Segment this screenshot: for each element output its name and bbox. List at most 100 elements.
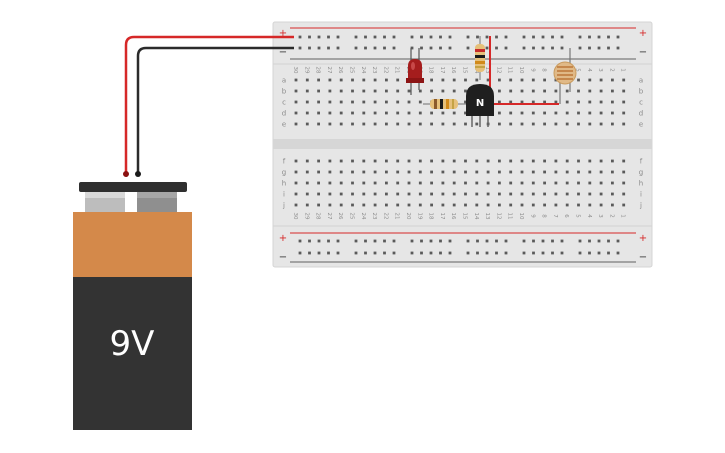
rail-hole[interactable] <box>560 251 564 255</box>
terminal-hole[interactable] <box>520 122 524 126</box>
rail-hole[interactable] <box>308 46 311 50</box>
terminal-hole[interactable] <box>588 89 592 93</box>
terminal-hole[interactable] <box>588 111 592 115</box>
terminal-hole[interactable] <box>565 100 569 104</box>
terminal-hole[interactable] <box>599 203 603 207</box>
rail-hole[interactable] <box>429 46 433 50</box>
terminal-hole[interactable] <box>486 170 490 174</box>
rail-hole[interactable] <box>616 239 620 243</box>
terminal-hole[interactable] <box>577 170 580 174</box>
terminal-hole[interactable] <box>452 159 456 163</box>
rail-hole[interactable] <box>336 251 340 255</box>
terminal-hole[interactable] <box>509 122 513 126</box>
terminal-hole[interactable] <box>362 192 366 196</box>
terminal-hole[interactable] <box>317 100 320 104</box>
rail-hole[interactable] <box>578 46 582 50</box>
terminal-hole[interactable] <box>452 78 456 82</box>
terminal-hole[interactable] <box>430 89 433 93</box>
rail-hole[interactable] <box>448 251 452 255</box>
terminal-hole[interactable] <box>362 122 366 126</box>
rail-hole[interactable] <box>392 239 396 243</box>
transistor[interactable]: N <box>466 84 494 127</box>
terminal-hole[interactable] <box>441 159 445 163</box>
terminal-hole[interactable] <box>464 170 467 174</box>
terminal-hole[interactable] <box>599 100 603 104</box>
terminal-hole[interactable] <box>611 181 614 185</box>
terminal-hole[interactable] <box>509 181 513 185</box>
terminal-hole[interactable] <box>339 100 343 104</box>
rail-hole[interactable] <box>551 239 554 243</box>
terminal-hole[interactable] <box>622 181 626 185</box>
rail-hole[interactable] <box>504 46 508 50</box>
terminal-hole[interactable] <box>611 170 614 174</box>
terminal-hole[interactable] <box>328 181 332 185</box>
terminal-hole[interactable] <box>520 181 524 185</box>
terminal-hole[interactable] <box>441 111 445 115</box>
rail-hole[interactable] <box>448 239 452 243</box>
rail-hole[interactable] <box>466 35 470 39</box>
terminal-hole[interactable] <box>452 89 456 93</box>
terminal-hole[interactable] <box>622 78 626 82</box>
terminal-hole[interactable] <box>475 203 479 207</box>
terminal-hole[interactable] <box>498 78 501 82</box>
terminal-hole[interactable] <box>351 89 354 93</box>
terminal-hole[interactable] <box>588 122 592 126</box>
terminal-hole[interactable] <box>339 170 343 174</box>
rail-hole[interactable] <box>485 35 489 39</box>
terminal-hole[interactable] <box>599 78 603 82</box>
terminal-hole[interactable] <box>543 122 546 126</box>
terminal-hole[interactable] <box>418 122 422 126</box>
terminal-hole[interactable] <box>385 89 388 93</box>
rail-hole[interactable] <box>383 239 386 243</box>
terminal-hole[interactable] <box>464 111 467 115</box>
rail-hole[interactable] <box>597 251 601 255</box>
photoresistor[interactable] <box>553 48 577 104</box>
rail-hole[interactable] <box>392 251 396 255</box>
terminal-hole[interactable] <box>317 192 320 196</box>
terminal-hole[interactable] <box>385 78 388 82</box>
rail-hole[interactable] <box>373 239 377 243</box>
terminal-hole[interactable] <box>611 111 614 115</box>
rail-hole[interactable] <box>532 251 535 255</box>
terminal-hole[interactable] <box>430 203 433 207</box>
terminal-hole[interactable] <box>520 203 524 207</box>
rail-hole[interactable] <box>364 251 367 255</box>
terminal-hole[interactable] <box>622 89 626 93</box>
terminal-hole[interactable] <box>531 111 535 115</box>
terminal-hole[interactable] <box>441 170 445 174</box>
terminal-hole[interactable] <box>577 122 580 126</box>
terminal-hole[interactable] <box>339 159 343 163</box>
rail-hole[interactable] <box>327 251 330 255</box>
terminal-hole[interactable] <box>362 170 366 174</box>
rail-hole[interactable] <box>354 251 358 255</box>
terminal-hole[interactable] <box>486 159 490 163</box>
terminal-hole[interactable] <box>418 89 422 93</box>
terminal-hole[interactable] <box>328 100 332 104</box>
rail-hole[interactable] <box>495 239 498 243</box>
terminal-hole[interactable] <box>305 192 309 196</box>
terminal-hole[interactable] <box>452 111 456 115</box>
terminal-hole[interactable] <box>317 122 320 126</box>
terminal-hole[interactable] <box>396 170 400 174</box>
rail-hole[interactable] <box>448 46 452 50</box>
terminal-hole[interactable] <box>531 203 535 207</box>
rail-hole[interactable] <box>607 46 610 50</box>
terminal-hole[interactable] <box>599 89 603 93</box>
terminal-hole[interactable] <box>328 89 332 93</box>
rail-hole[interactable] <box>383 251 386 255</box>
terminal-hole[interactable] <box>622 159 626 163</box>
rail-hole[interactable] <box>317 46 321 50</box>
terminal-hole[interactable] <box>622 203 626 207</box>
rail-hole[interactable] <box>504 35 508 39</box>
terminal-hole[interactable] <box>543 78 546 82</box>
rail-hole[interactable] <box>495 35 498 39</box>
rail-hole[interactable] <box>298 35 302 39</box>
rail-hole[interactable] <box>466 251 470 255</box>
terminal-hole[interactable] <box>317 203 320 207</box>
rail-hole[interactable] <box>588 35 591 39</box>
terminal-hole[interactable] <box>362 100 366 104</box>
terminal-hole[interactable] <box>531 159 535 163</box>
terminal-hole[interactable] <box>441 192 445 196</box>
terminal-hole[interactable] <box>611 159 614 163</box>
terminal-hole[interactable] <box>418 111 422 115</box>
